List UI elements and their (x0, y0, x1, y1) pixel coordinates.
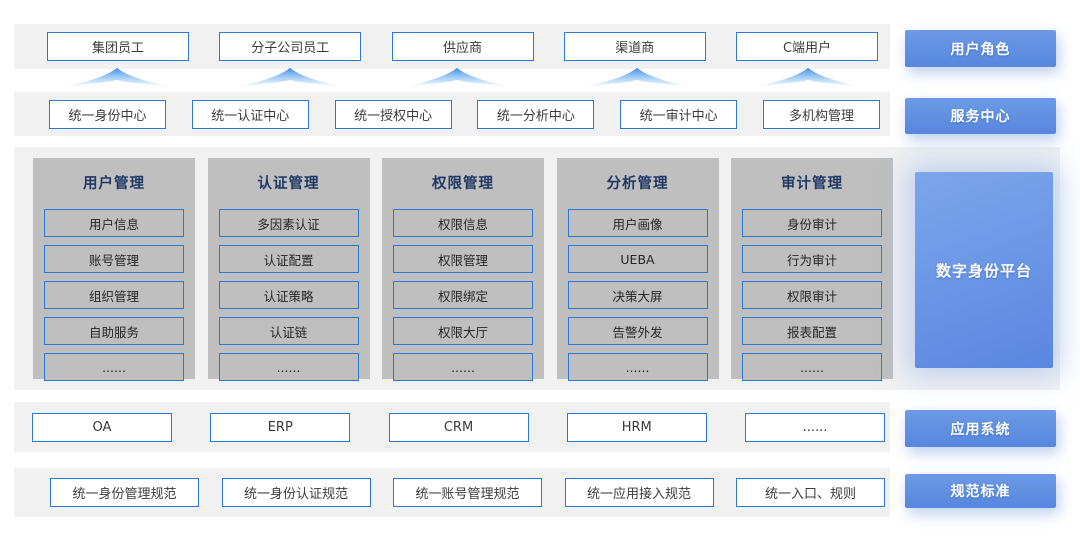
module-title: 权限管理 (432, 176, 494, 192)
user-role-box: 渠道商 (563, 32, 706, 61)
module-item: 认证链 (218, 317, 359, 345)
service-center-box: 统一审计中心 (620, 99, 738, 129)
module-item: 告警外发 (567, 317, 708, 345)
standard-box: 统一身份管理规范 (50, 478, 199, 507)
module-title: 分析管理 (606, 176, 669, 192)
user-role-box: C端用户 (736, 32, 878, 61)
module-column-analysis-mgmt: 分析管理 用户画像 UEBA 决策大屏 告警外发 ...... (556, 158, 719, 381)
app-system-box: CRM (388, 412, 529, 442)
app-systems-label: 应用系统 (905, 410, 1056, 447)
up-arrow-icon (226, 67, 354, 90)
module-item: 权限管理 (393, 245, 533, 273)
app-system-box: ERP (210, 412, 351, 442)
digital-identity-platform-label: 数字身份平台 (915, 172, 1053, 368)
app-system-box: OA (32, 412, 172, 442)
up-arrow-icon (53, 67, 181, 90)
module-item: 权限大厅 (393, 317, 533, 345)
module-item: 自助服务 (44, 317, 184, 345)
app-system-box: ...... (745, 412, 885, 442)
module-item: ...... (742, 353, 882, 381)
module-item: 认证配置 (218, 245, 359, 273)
module-title: 认证管理 (257, 176, 320, 192)
module-title: 审计管理 (781, 176, 843, 192)
module-column-auth-mgmt: 认证管理 多因素认证 认证配置 认证策略 认证链 ...... (207, 158, 370, 381)
module-column-audit-mgmt: 审计管理 身份审计 行为审计 权限审计 报表配置 ...... (731, 158, 893, 381)
module-item: 账号管理 (44, 245, 184, 273)
service-center-label: 服务中心 (905, 98, 1056, 134)
standards-band: 统一身份管理规范 统一身份认证规范 统一账号管理规范 统一应用接入规范 统一入口… (14, 468, 890, 517)
up-arrow-icon (393, 67, 521, 90)
service-center-box: 多机构管理 (762, 99, 880, 129)
standard-box: 统一入口、规则 (736, 478, 885, 507)
app-system-box: HRM (566, 412, 707, 442)
module-column-perm-mgmt: 权限管理 权限信息 权限管理 权限绑定 权限大厅 ...... (382, 158, 544, 381)
module-item: 报表配置 (742, 317, 882, 345)
service-center-box: 统一授权中心 (334, 99, 452, 129)
module-item: 身份审计 (742, 209, 882, 237)
standard-box: 统一账号管理规范 (393, 478, 542, 507)
module-item: 用户信息 (44, 209, 184, 237)
module-item: ...... (567, 353, 708, 381)
user-roles-band: 集团员工 分子公司员工 供应商 渠道商 C端用户 (14, 24, 890, 69)
module-title: 用户管理 (83, 176, 145, 192)
up-arrow-icon (744, 67, 872, 90)
service-center-band: 统一身份中心 统一认证中心 统一授权中心 统一分析中心 统一审计中心 多机构管理 (14, 92, 890, 136)
user-role-box: 集团员工 (47, 32, 189, 61)
module-item: 组织管理 (44, 281, 184, 309)
module-item: ...... (44, 353, 184, 381)
module-item: 权限绑定 (393, 281, 533, 309)
user-role-box: 分子公司员工 (219, 32, 362, 61)
platform-modules: 用户管理 用户信息 账号管理 组织管理 自助服务 ...... 认证管理 多因素… (33, 158, 893, 381)
module-item: 决策大屏 (567, 281, 708, 309)
user-roles-label: 用户角色 (905, 30, 1056, 67)
module-item: 行为审计 (742, 245, 882, 273)
service-center-box: 统一身份中心 (49, 99, 166, 129)
app-systems-band: OA ERP CRM HRM ...... (14, 402, 890, 452)
module-column-user-mgmt: 用户管理 用户信息 账号管理 组织管理 自助服务 ...... (33, 158, 195, 381)
module-item: ...... (393, 353, 533, 381)
up-arrow-icon (573, 67, 701, 90)
service-center-box: 统一认证中心 (191, 99, 309, 129)
module-item: ...... (218, 353, 359, 381)
module-item: 用户画像 (567, 209, 708, 237)
standards-label: 规范标准 (905, 474, 1056, 508)
module-item: 多因素认证 (218, 209, 359, 237)
standard-box: 统一应用接入规范 (564, 478, 714, 507)
standard-box: 统一身份认证规范 (221, 478, 371, 507)
module-item: 认证策略 (218, 281, 359, 309)
module-item: 权限审计 (742, 281, 882, 309)
module-item: 权限信息 (393, 209, 533, 237)
module-item: UEBA (567, 245, 708, 273)
service-center-box: 统一分析中心 (477, 99, 595, 129)
user-role-box: 供应商 (391, 32, 534, 61)
